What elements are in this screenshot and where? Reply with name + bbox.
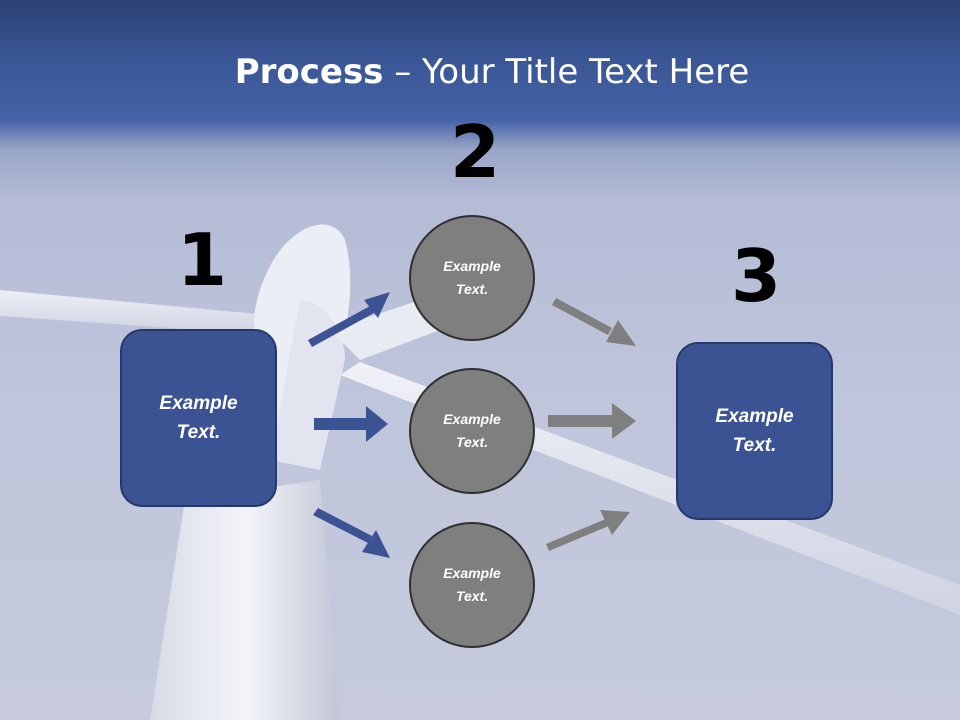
arrow-to-bottom-circle-icon <box>313 508 390 558</box>
process-circle-middle[interactable]: Example Text. <box>409 368 535 494</box>
arrow-from-top-circle-icon <box>552 298 636 346</box>
circle-bottom-label: Example Text. <box>443 565 501 604</box>
step-number-2: 2 <box>450 110 501 194</box>
process-circle-top[interactable]: Example Text. <box>409 215 535 341</box>
title-rest: – Your Title Text Here <box>383 52 750 92</box>
blue-arrows <box>308 292 390 558</box>
arrow-to-top-circle-icon <box>308 292 390 347</box>
arrow-to-middle-circle-icon <box>314 406 388 442</box>
left-process-box[interactable]: Example Text. <box>120 329 277 507</box>
step-number-1: 1 <box>177 218 228 302</box>
circle-middle-label: Example Text. <box>443 411 501 450</box>
page-title: Process – Your Title Text Here <box>0 52 960 92</box>
right-process-box[interactable]: Example Text. <box>676 342 833 520</box>
right-box-label: Example Text. <box>715 406 794 456</box>
left-box-label: Example Text. <box>159 393 238 443</box>
title-bold: Process <box>234 52 384 92</box>
gray-arrows <box>546 298 636 551</box>
circle-top-label: Example Text. <box>443 258 501 297</box>
arrow-from-bottom-circle-icon <box>546 510 630 551</box>
arrow-from-middle-circle-icon <box>548 403 636 439</box>
process-circle-bottom[interactable]: Example Text. <box>409 522 535 648</box>
step-number-3: 3 <box>731 234 782 318</box>
